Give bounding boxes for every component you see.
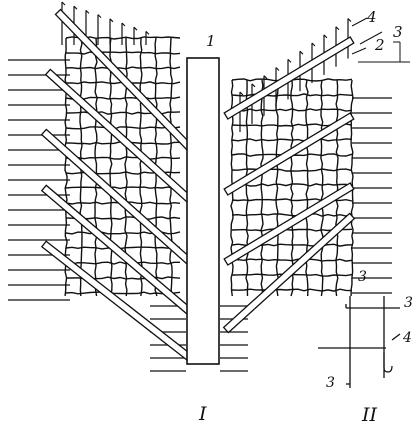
main-view-caption: I — [198, 403, 207, 425]
bar-hook — [109, 18, 114, 23]
bar-hook — [275, 67, 280, 71]
bar-hook — [73, 5, 78, 10]
mesh-wire-horizontal — [231, 183, 353, 187]
mesh-wire-vertical — [169, 37, 173, 297]
mesh-wire-vertical — [94, 37, 98, 297]
mesh-wire-horizontal — [231, 93, 353, 97]
bar-hook — [251, 83, 256, 88]
bar-hook — [263, 75, 268, 80]
mesh-wire-horizontal — [231, 168, 353, 172]
bar-label: 3 — [393, 23, 403, 41]
mesh-wire-horizontal — [65, 51, 181, 55]
mesh-wire-horizontal — [231, 138, 353, 142]
bar-hook — [145, 31, 150, 35]
mesh-wire-horizontal — [65, 186, 181, 190]
central-post — [186, 57, 220, 365]
bar-hook — [61, 1, 66, 6]
mesh-wire-horizontal — [65, 126, 181, 130]
mesh-wire-horizontal — [65, 111, 181, 115]
mesh-right — [230, 78, 354, 297]
mesh-wire-horizontal — [65, 246, 181, 250]
bar-hook — [347, 18, 352, 22]
diagonal-rib — [222, 212, 356, 334]
bar-hook — [133, 26, 138, 31]
protruding-bars — [8, 1, 392, 372]
mesh-wire-vertical — [64, 38, 68, 297]
diagonal-rib — [223, 182, 355, 266]
diagonal-ribs — [40, 8, 356, 362]
mesh-wire-vertical — [305, 79, 309, 297]
mesh-wire-horizontal — [65, 291, 181, 295]
mesh-wire-vertical — [245, 79, 249, 297]
bar-hook — [121, 22, 126, 27]
mesh-wire-horizontal — [65, 261, 180, 265]
bar-hook — [299, 50, 304, 55]
diagonal-rib — [223, 36, 355, 120]
post-label: 1 — [206, 32, 216, 50]
bar-hook — [239, 91, 244, 96]
mesh-wire-horizontal — [231, 258, 353, 262]
mesh-wire-vertical — [290, 79, 294, 297]
leader-lines — [351, 17, 410, 63]
mesh-wire-horizontal — [65, 156, 181, 160]
mesh-wire-vertical — [139, 37, 143, 297]
bar-hook — [311, 42, 316, 47]
bar-hook — [97, 14, 102, 18]
bar-hook — [323, 34, 328, 39]
detail-bar-bottom-label: 3 — [326, 375, 335, 391]
mesh-wire-horizontal — [65, 66, 181, 70]
bar-hook — [335, 26, 340, 31]
diagonal-rib — [40, 184, 194, 316]
mesh-wire-vertical — [320, 79, 324, 297]
rib-label: 2 — [374, 36, 385, 54]
detail-bar-right-label: 3 — [404, 295, 413, 311]
hook-label: 4 — [366, 8, 377, 26]
diagonal-rib — [223, 112, 355, 196]
detail-view-caption: II — [361, 404, 378, 426]
detail-view — [318, 296, 401, 388]
mesh-wire-horizontal — [65, 96, 181, 100]
bar-hook — [85, 10, 90, 14]
mesh-wire-vertical — [275, 79, 279, 297]
mesh-wire-horizontal — [231, 288, 353, 292]
mesh-wire-vertical — [335, 79, 339, 297]
detail-hook-label: 4 — [402, 330, 412, 346]
mesh-wire-vertical — [260, 79, 264, 297]
mesh-wire-horizontal — [231, 213, 353, 217]
mesh-wire-vertical — [109, 37, 113, 297]
detail-bar-top-label: 3 — [358, 269, 367, 285]
bar-hook — [287, 58, 292, 63]
